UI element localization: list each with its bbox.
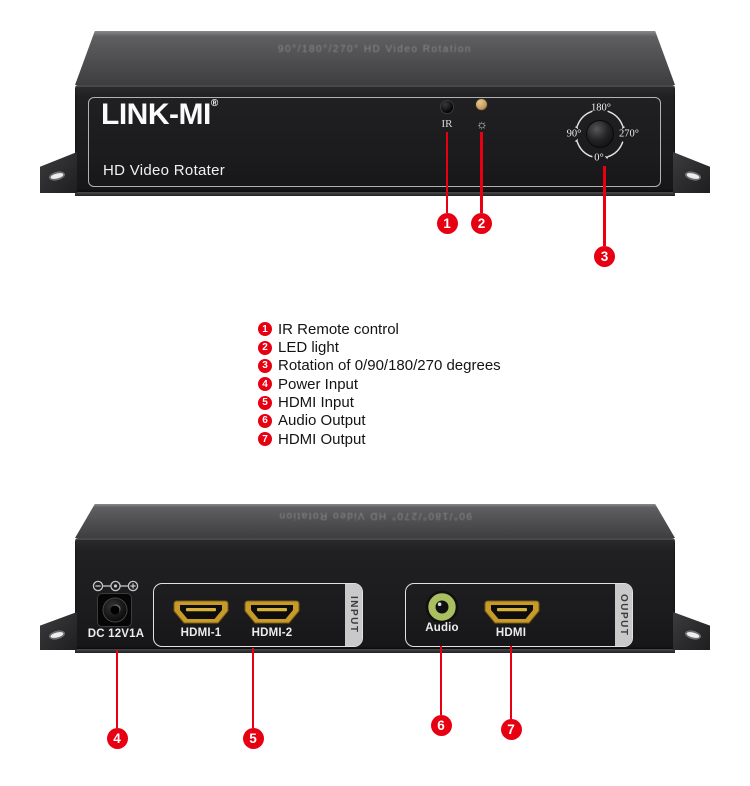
rear-device-face: [75, 538, 675, 650]
hdmi-2-port[interactable]: [244, 600, 300, 624]
legend-badge: 7: [258, 432, 272, 447]
legend-badge: 4: [258, 377, 272, 392]
product-name: HD Video Rotater: [103, 162, 226, 179]
led-indicator: [476, 99, 487, 110]
brand-logo: LINK-MI®: [101, 98, 218, 132]
callout-line-3: [603, 166, 606, 246]
output-strip: OUPUT: [615, 584, 632, 646]
callout-line-6: [439, 646, 443, 715]
callout-badge-2: 2: [471, 212, 492, 234]
dc-jack-hole: [110, 605, 119, 615]
screw-hole: [684, 629, 702, 641]
dc-power-jack[interactable]: [97, 593, 132, 627]
callout-badge-5: 5: [242, 727, 264, 749]
screw-hole: [48, 629, 66, 641]
callout-badge-1: 1: [436, 212, 458, 234]
hdmi-2-label: HDMI-2: [251, 627, 293, 639]
legend-badge: 5: [258, 395, 272, 410]
callout-badge-7: 7: [500, 718, 522, 740]
dial-label-90: 90°: [566, 128, 582, 140]
front-device-bottom-edge: [75, 192, 675, 196]
ir-sensor: [441, 101, 453, 113]
registered-mark: ®: [210, 98, 219, 109]
legend-badge: 2: [258, 340, 272, 355]
ir-label: IR: [441, 118, 453, 130]
front-device-top-face: 90°/180°/270° HD Video Rotation: [75, 31, 675, 85]
legend-badge: 1: [258, 322, 272, 337]
callout-badge-6: 6: [430, 714, 452, 736]
callout-line-4: [115, 650, 119, 728]
front-panel-outline: [88, 97, 661, 187]
rear-device-bottom-edge: [75, 649, 675, 653]
output-strip-label: OUPUT: [618, 593, 629, 637]
dial-label-180: 180°: [591, 102, 611, 114]
top-etched-text: 90°/180°/270° HD Video Rotation: [278, 44, 472, 55]
mounting-ear-left: [40, 612, 77, 650]
callout-line-2: [480, 132, 483, 213]
hdmi-1-port[interactable]: [173, 600, 229, 624]
input-strip-label: INPUT: [348, 596, 359, 634]
output-group-box: OUPUT: [405, 583, 633, 647]
mounting-ear-right: [673, 152, 710, 193]
hdmi-1-label: HDMI-1: [180, 627, 222, 639]
callout-line-1: [445, 132, 449, 213]
hdmi-output-label: HDMI: [495, 627, 527, 639]
mounting-ear-right: [673, 612, 710, 650]
callout-badge-4: 4: [106, 727, 128, 749]
input-strip: INPUT: [345, 584, 362, 646]
legend-badge: 6: [258, 413, 272, 428]
mounting-ear-left: [40, 152, 77, 193]
front-device-face: [75, 85, 675, 193]
screw-hole: [48, 170, 66, 182]
sun-icon: ☼: [476, 116, 488, 132]
hdmi-output-port[interactable]: [484, 600, 540, 624]
callout-line-5: [251, 648, 255, 728]
dc-label: DC 12V1A: [87, 628, 145, 640]
rotation-dial[interactable]: 180° 90° 270° 0°: [555, 89, 645, 179]
input-group-box: INPUT: [153, 583, 363, 647]
callout-badge-3: 3: [594, 245, 615, 267]
brand-text: LINK-MI: [101, 98, 211, 131]
audio-jack[interactable]: [425, 590, 459, 624]
rear-device-top-face: 90°/180°/270° HD Video Rotation: [75, 504, 675, 538]
dial-arcs: [574, 110, 626, 160]
top-etched-text: 90°/180°/270° HD Video Rotation: [278, 510, 472, 521]
dc-polarity-icon: [92, 580, 139, 592]
dial-label-0: 0°: [594, 152, 604, 164]
audio-label: Audio: [425, 622, 459, 634]
legend-badge: 3: [258, 358, 272, 373]
screw-hole: [684, 170, 702, 182]
dial-knob[interactable]: [586, 120, 614, 148]
callout-line-7: [509, 646, 513, 719]
dial-label-270: 270°: [619, 128, 639, 140]
